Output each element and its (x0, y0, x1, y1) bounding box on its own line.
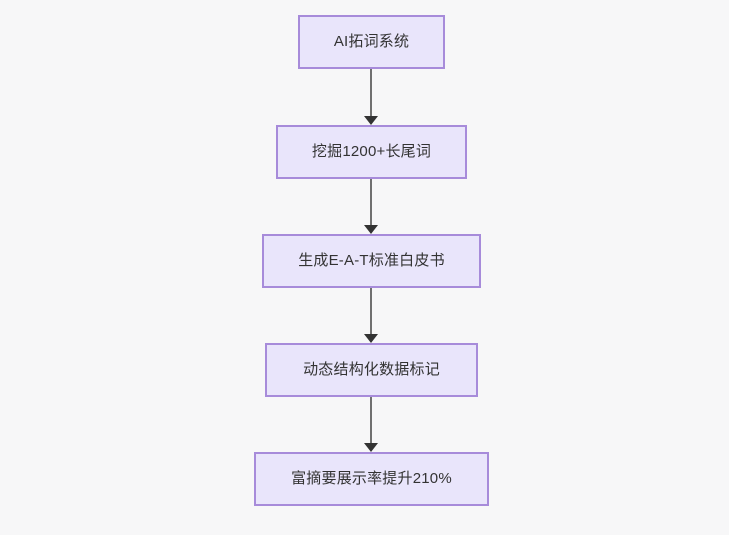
connector-line (370, 69, 372, 116)
flow-node-label: 生成E-A-T标准白皮书 (298, 252, 445, 269)
connector-node2-node3 (359, 179, 383, 234)
connector-node3-node4 (359, 287, 383, 343)
connector-line (370, 396, 372, 443)
connector-node4-node5 (359, 396, 383, 452)
arrowhead-icon (364, 225, 378, 234)
flow-node-mine-longtail-keywords[interactable]: 挖掘1200+长尾词 (276, 125, 467, 179)
flow-node-label: 动态结构化数据标记 (303, 361, 440, 378)
flow-node-label: 富摘要展示率提升210% (291, 470, 452, 487)
flow-node-label: AI拓词系统 (333, 33, 410, 50)
arrowhead-icon (364, 334, 378, 343)
connector-node1-node2 (359, 69, 383, 125)
flow-node-ai-keyword-system[interactable]: AI拓词系统 (298, 15, 445, 69)
flow-node-label: 挖掘1200+长尾词 (311, 143, 432, 160)
flow-node-dynamic-structured-data-markup[interactable]: 动态结构化数据标记 (265, 343, 478, 397)
arrowhead-icon (364, 116, 378, 125)
arrowhead-icon (364, 443, 378, 452)
flow-node-rich-snippet-impression-lift[interactable]: 富摘要展示率提升210% (254, 452, 489, 506)
connector-line (370, 287, 372, 334)
flow-node-generate-eat-whitepaper[interactable]: 生成E-A-T标准白皮书 (262, 234, 481, 288)
connector-line (370, 179, 372, 225)
